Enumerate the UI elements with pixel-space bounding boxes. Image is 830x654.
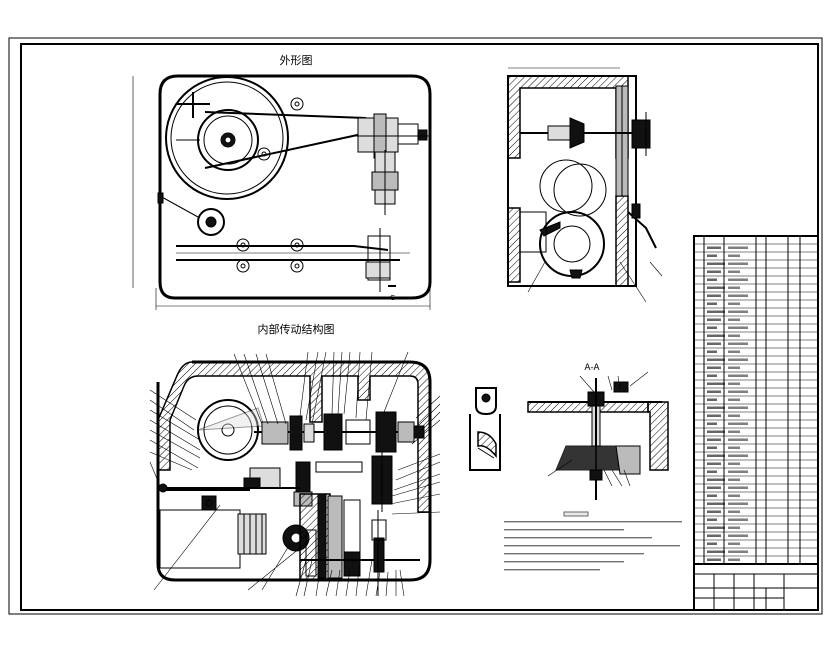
exterior-view: 外形图 bbox=[132, 43, 432, 310]
parts-row-text-mark bbox=[707, 422, 717, 425]
parts-row-text-mark bbox=[707, 398, 717, 401]
parts-row-text-mark bbox=[728, 294, 748, 297]
parts-row-text-mark bbox=[728, 254, 740, 257]
parts-row-text-mark bbox=[728, 526, 740, 529]
parts-row-text-mark bbox=[707, 358, 725, 361]
parts-row-text-mark bbox=[728, 374, 748, 377]
parts-row-text-mark bbox=[707, 326, 717, 329]
parts-row-text-mark bbox=[707, 350, 717, 353]
parts-row-text-mark bbox=[728, 278, 748, 281]
parts-row-text-mark bbox=[728, 366, 740, 369]
parts-row-text-mark bbox=[707, 254, 717, 257]
parts-list-table bbox=[693, 235, 819, 611]
parts-row-text-mark bbox=[707, 542, 717, 545]
parts-row-text-mark bbox=[707, 294, 721, 297]
parts-row-text-mark bbox=[728, 534, 748, 537]
parts-row-text-mark bbox=[707, 478, 725, 481]
parts-row-text-mark bbox=[707, 366, 721, 369]
parts-row-text-mark bbox=[707, 494, 717, 497]
parts-row-text-mark bbox=[707, 342, 721, 345]
parts-row-text-mark bbox=[728, 446, 740, 449]
parts-row-text-mark bbox=[707, 270, 721, 273]
parts-row-text-mark bbox=[728, 558, 740, 561]
parts-row-text-mark bbox=[728, 486, 748, 489]
parts-row-text-mark bbox=[728, 494, 740, 497]
interior-view: 内部传动结构图 bbox=[149, 322, 441, 597]
parts-row-text-mark bbox=[728, 358, 748, 361]
parts-row-text-mark bbox=[707, 550, 725, 553]
parts-row-text-mark bbox=[728, 262, 748, 265]
parts-row-text-mark bbox=[728, 334, 740, 337]
section-mark-c: C bbox=[390, 294, 395, 302]
parts-row-text-mark bbox=[728, 382, 740, 385]
parts-row-text-mark bbox=[707, 334, 725, 337]
parts-row-text-mark bbox=[707, 502, 725, 505]
parts-row-text-mark bbox=[707, 518, 717, 521]
parts-row-text-mark bbox=[728, 246, 748, 249]
parts-row-text-mark bbox=[728, 542, 740, 545]
parts-row-text-mark bbox=[707, 262, 725, 265]
exterior-view-title: 外形图 bbox=[280, 54, 313, 67]
parts-row-text-mark bbox=[707, 526, 725, 529]
technical-notes bbox=[504, 511, 682, 571]
parts-row-text-mark bbox=[728, 350, 740, 353]
parts-row-text-mark bbox=[707, 470, 717, 473]
parts-row-text-mark bbox=[728, 302, 740, 305]
parts-row-text-mark bbox=[707, 430, 725, 433]
parts-row-text-mark bbox=[728, 286, 740, 289]
parts-row-text-mark bbox=[707, 374, 717, 377]
parts-row-text-mark bbox=[728, 510, 740, 513]
parts-row-text-mark bbox=[728, 478, 740, 481]
parts-row-text-mark bbox=[707, 318, 721, 321]
parts-row-text-mark bbox=[707, 302, 717, 305]
parts-row-text-mark bbox=[707, 382, 725, 385]
parts-row-text-mark bbox=[707, 454, 725, 457]
parts-row-text-mark bbox=[728, 310, 748, 313]
parts-row-text-mark bbox=[707, 510, 721, 513]
parts-row-text-mark bbox=[707, 438, 721, 441]
parts-row-text-mark bbox=[707, 390, 721, 393]
inner-border bbox=[20, 43, 819, 611]
parts-row-text-mark bbox=[728, 390, 748, 393]
parts-row-text-mark bbox=[728, 398, 740, 401]
parts-row-text-mark bbox=[728, 414, 740, 417]
parts-row-text-mark bbox=[728, 270, 740, 273]
parts-row-text-mark bbox=[728, 406, 748, 409]
outer-border bbox=[8, 37, 823, 615]
interior-view-title: 内部传动结构图 bbox=[258, 322, 335, 336]
parts-row-text-mark bbox=[728, 430, 740, 433]
parts-row-text-mark bbox=[728, 318, 740, 321]
parts-row-text-mark bbox=[707, 462, 721, 465]
parts-row-text-mark bbox=[707, 414, 721, 417]
parts-row-text-mark bbox=[728, 454, 748, 457]
parts-row-text-mark bbox=[707, 486, 721, 489]
section-a-a: A-A bbox=[527, 363, 669, 500]
parts-row-text-mark bbox=[707, 406, 725, 409]
rod-detail bbox=[469, 387, 501, 471]
parts-row-text-mark bbox=[707, 278, 717, 281]
parts-row-text-mark bbox=[728, 550, 748, 553]
parts-row-text-mark bbox=[728, 326, 748, 329]
parts-row-text-mark bbox=[728, 518, 748, 521]
parts-row-text-mark bbox=[728, 438, 748, 441]
parts-row-text-mark bbox=[707, 446, 717, 449]
side-view bbox=[507, 67, 663, 303]
parts-row-text-mark bbox=[728, 422, 748, 425]
parts-row-text-mark bbox=[707, 534, 721, 537]
section-a-a-title: A-A bbox=[584, 363, 600, 373]
parts-row-text-mark bbox=[707, 286, 725, 289]
parts-row-text-mark bbox=[707, 310, 725, 313]
parts-row-text-mark bbox=[707, 558, 721, 561]
parts-row-text-mark bbox=[728, 502, 748, 505]
parts-row-text-mark bbox=[728, 462, 740, 465]
parts-row-text-mark bbox=[728, 470, 748, 473]
parts-row-text-mark bbox=[728, 342, 748, 345]
parts-row-text-mark bbox=[707, 246, 721, 249]
